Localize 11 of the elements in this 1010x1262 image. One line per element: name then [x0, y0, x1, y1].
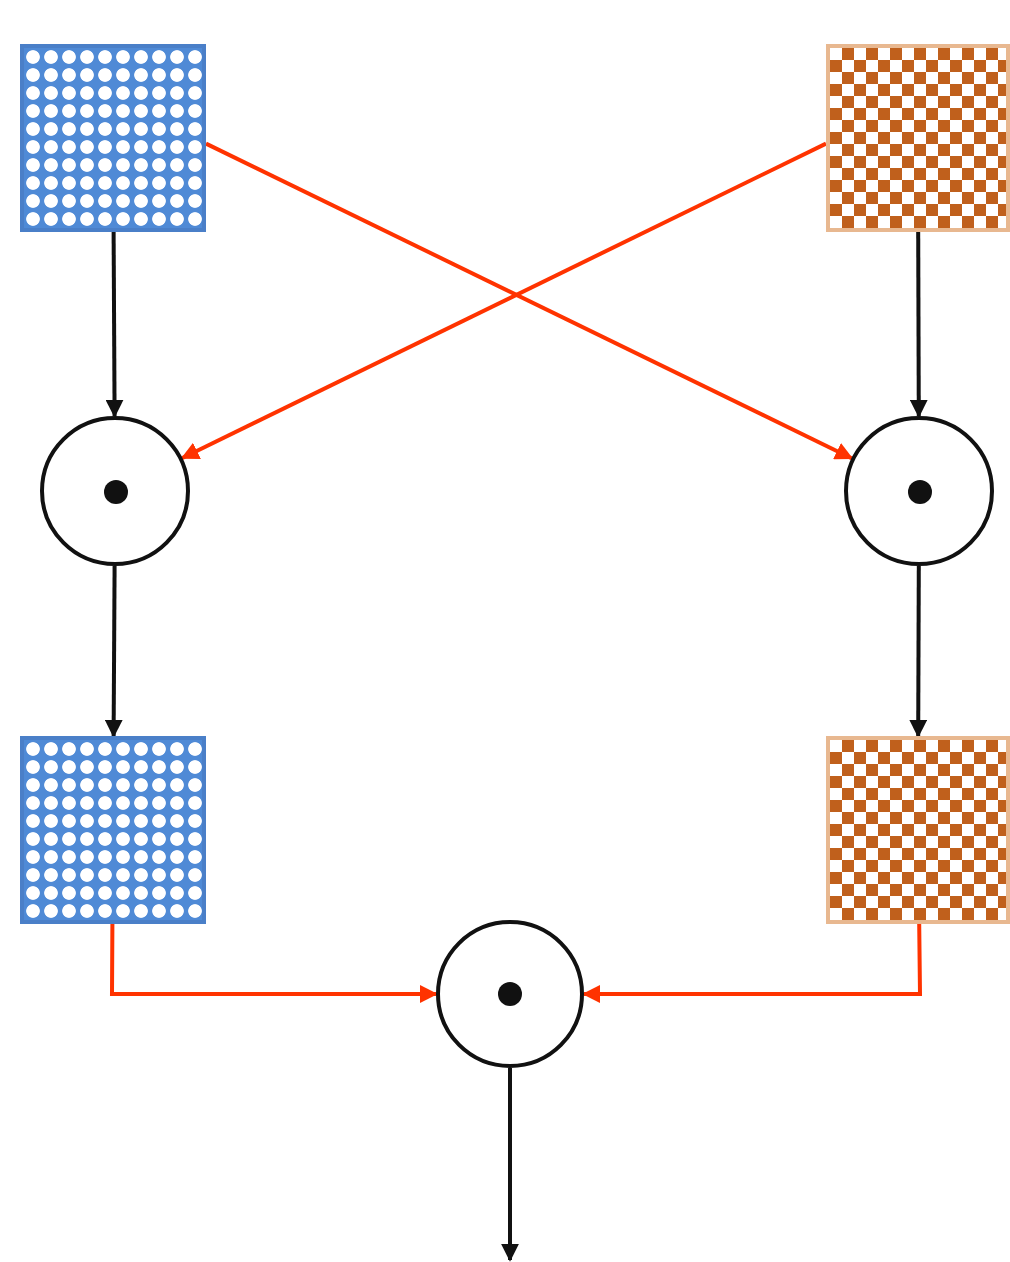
arrow	[110, 924, 438, 1003]
arrow	[909, 232, 928, 418]
arrow	[909, 566, 928, 738]
arrow	[501, 1068, 519, 1262]
patterned-square	[20, 736, 206, 924]
patterned-square	[826, 736, 1010, 924]
patterned-square	[826, 44, 1010, 232]
arrow	[105, 232, 124, 418]
arrow	[104, 566, 123, 738]
arrow	[582, 923, 923, 1003]
patterned-square	[20, 44, 206, 232]
